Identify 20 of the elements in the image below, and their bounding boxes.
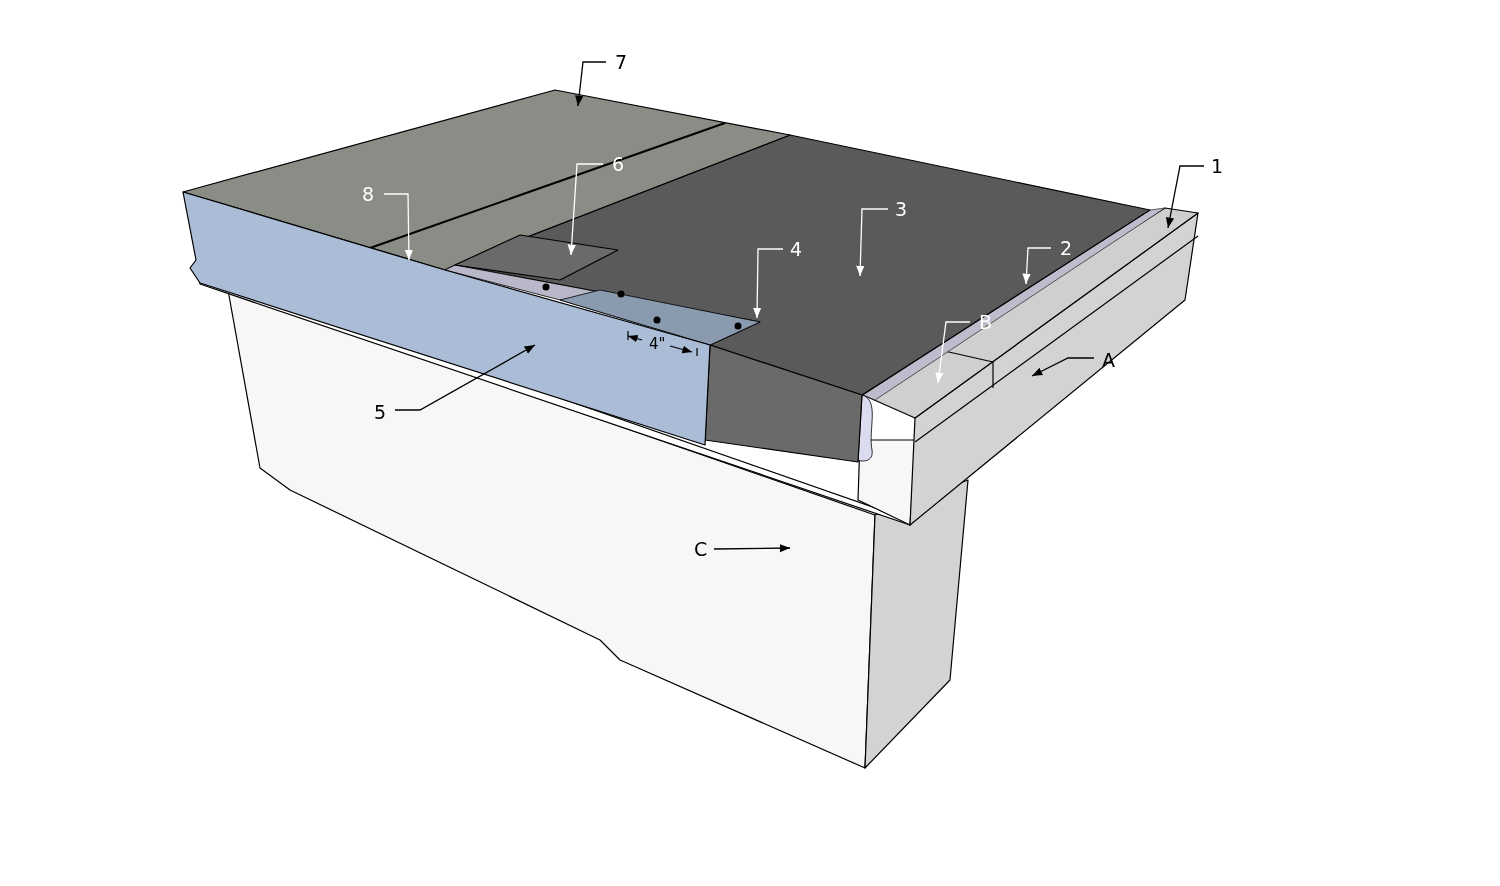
leader-line: [575, 61, 607, 107]
callout-number: 1: [1211, 155, 1224, 177]
leader-line: [856, 208, 889, 277]
leader-line: [1165, 165, 1205, 229]
callout-number: 8: [362, 183, 375, 205]
leader-line: [1031, 357, 1095, 377]
callout-number: 4: [790, 238, 803, 260]
callout-number: 2: [1060, 237, 1073, 259]
callout-number: 3: [895, 198, 908, 220]
leader-line: [753, 248, 784, 319]
leader-line: [394, 344, 536, 411]
leader-line: [567, 163, 604, 256]
callout-number: C: [694, 538, 708, 560]
callout-number: 5: [374, 401, 387, 423]
leader-line: [713, 544, 791, 553]
leader-line: [1022, 247, 1052, 285]
leader-line: [935, 321, 971, 384]
callout-number: 7: [615, 51, 628, 73]
dimension-label: 4": [649, 334, 666, 355]
leader-line: [383, 193, 413, 261]
